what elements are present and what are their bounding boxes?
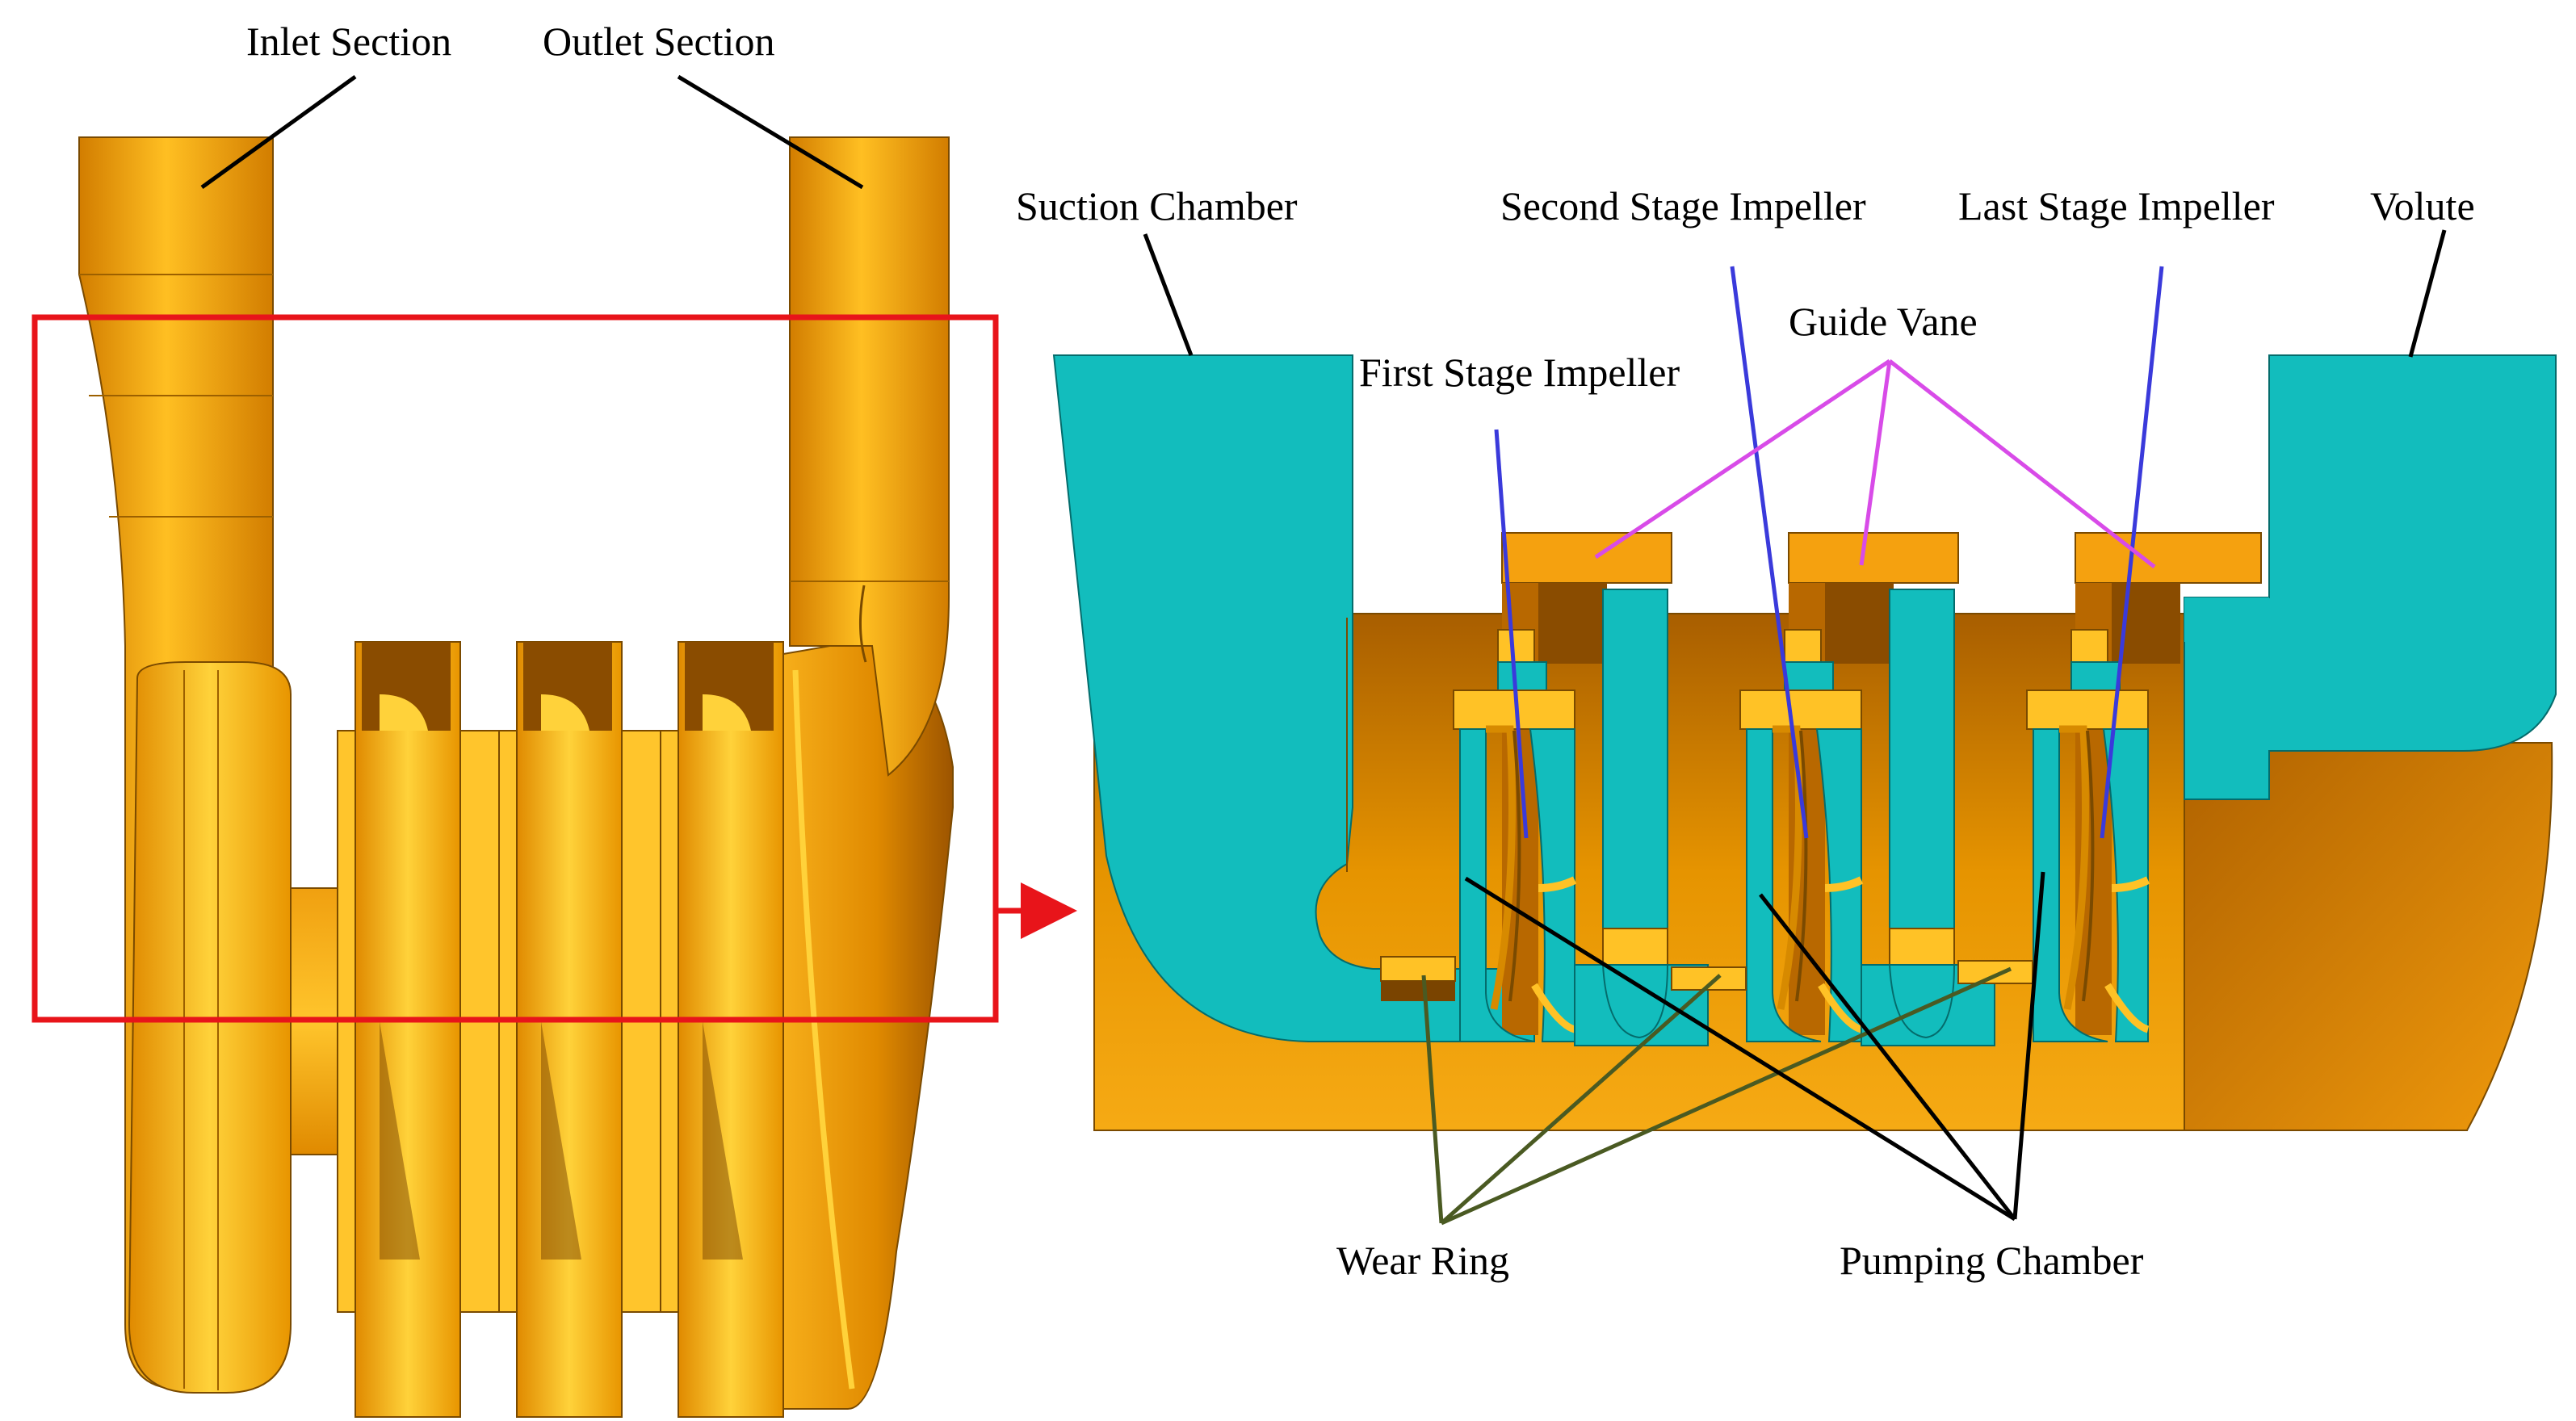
pump-3d-view xyxy=(78,136,954,1418)
suction-chamber-section xyxy=(1052,354,1535,1042)
pump-section-view xyxy=(1052,354,2557,1131)
label-first-stage-impeller: First Stage Impeller xyxy=(1359,350,1680,395)
label-suction-chamber: Suction Chamber xyxy=(1016,183,1298,228)
label-inlet-section: Inlet Section xyxy=(246,19,451,64)
suction-disc xyxy=(128,661,292,1394)
stage-2-casing xyxy=(498,641,669,1418)
selection-box xyxy=(31,314,999,1023)
stage-1-casing xyxy=(337,641,508,1418)
label-second-stage-impeller: Second Stage Impeller xyxy=(1500,183,1866,228)
outlet-pipe xyxy=(789,136,950,777)
stage-section-3 xyxy=(2026,532,2262,1042)
stage-3-casing xyxy=(660,641,784,1418)
label-outlet-section: Outlet Section xyxy=(543,19,774,64)
label-guide-vane: Guide Vane xyxy=(1789,299,1978,344)
label-volute: Volute xyxy=(2370,183,2475,228)
label-last-stage-impeller: Last Stage Impeller xyxy=(1958,183,2275,228)
label-pumping-chamber: Pumping Chamber xyxy=(1840,1238,2144,1283)
callout-lines xyxy=(200,74,2447,1226)
volute-section xyxy=(2184,354,2557,800)
stage-section-2 xyxy=(1739,532,1995,1046)
volute-body xyxy=(782,636,954,1410)
label-wear-ring: Wear Ring xyxy=(1336,1238,1509,1283)
